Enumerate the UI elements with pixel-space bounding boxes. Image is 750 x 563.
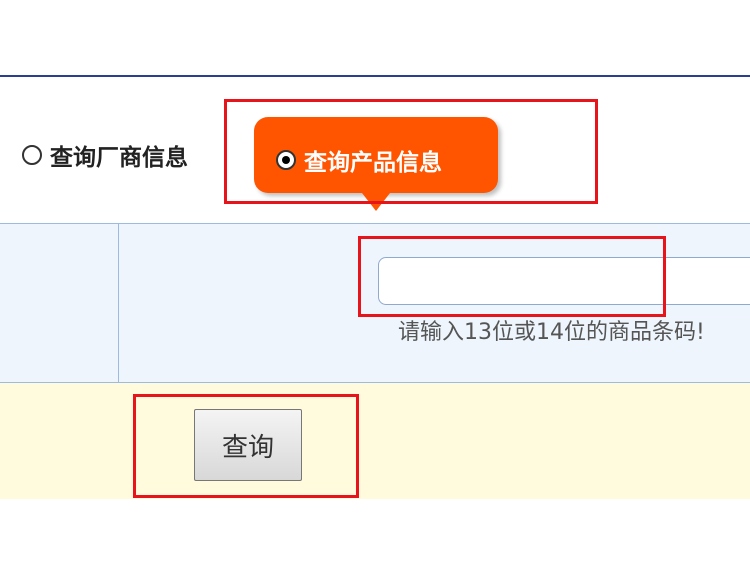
query-button[interactable]: 查询 xyxy=(194,409,302,481)
radio-query-product[interactable]: 查询产品信息 xyxy=(276,143,442,177)
annotation-box-product-option xyxy=(224,99,598,204)
radio-checked-icon[interactable] xyxy=(276,150,296,170)
barcode-hint: 请输入13位或14位的商品条码! xyxy=(398,320,705,345)
column-divider xyxy=(118,224,119,382)
radio-query-manufacturer-label[interactable]: 查询厂商信息 xyxy=(50,145,188,171)
radio-unchecked-icon[interactable] xyxy=(22,145,42,165)
barcode-input[interactable] xyxy=(378,257,750,305)
header-divider xyxy=(0,75,750,77)
button-row: 查询 xyxy=(0,383,750,499)
annotation-box-query-button xyxy=(133,394,359,498)
radio-query-manufacturer[interactable]: 查询厂商信息 xyxy=(22,138,188,172)
radio-query-product-label[interactable]: 查询产品信息 xyxy=(304,150,442,176)
barcode-input-row: 请输入13位或14位的商品条码! xyxy=(0,223,750,383)
product-tab-highlight[interactable]: 查询产品信息 xyxy=(254,117,498,193)
annotation-box-barcode-input xyxy=(358,236,666,317)
